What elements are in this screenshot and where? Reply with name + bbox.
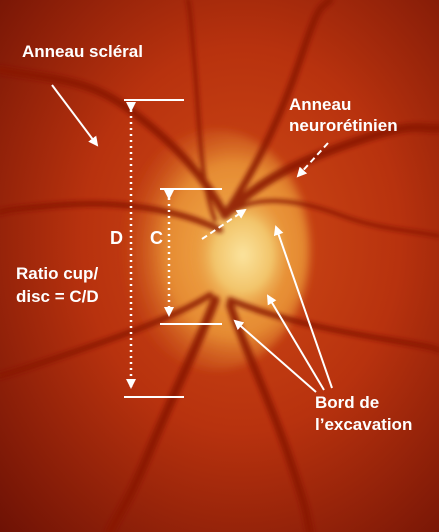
scleral-ring-arrow (52, 85, 97, 145)
cup-disc-ratio-line1: Ratio cup/ (16, 262, 99, 285)
neuroretinal-rim-label-line2: neurorétinien (289, 115, 398, 136)
neuroretinal-rim-arrow-right (298, 143, 328, 176)
neuroretinal-rim-label-line1: Anneau (289, 94, 398, 115)
neuroretinal-rim-arrow-left (202, 210, 245, 239)
cup-border-label-line2: l’excavation (315, 414, 412, 436)
cup-border-label: Bord de l’excavation (315, 392, 412, 436)
cup-disc-ratio-label: Ratio cup/ disc = C/D (16, 262, 99, 308)
scleral-ring-label: Anneau scléral (22, 41, 143, 62)
neuroretinal-rim-label: Anneau neurorétinien (289, 94, 398, 136)
cup-disc-ratio-line2: disc = C/D (16, 285, 99, 308)
cup-diameter-label: C (150, 228, 163, 249)
disc-diameter-label: D (110, 228, 123, 249)
cup-border-label-line1: Bord de (315, 392, 412, 414)
